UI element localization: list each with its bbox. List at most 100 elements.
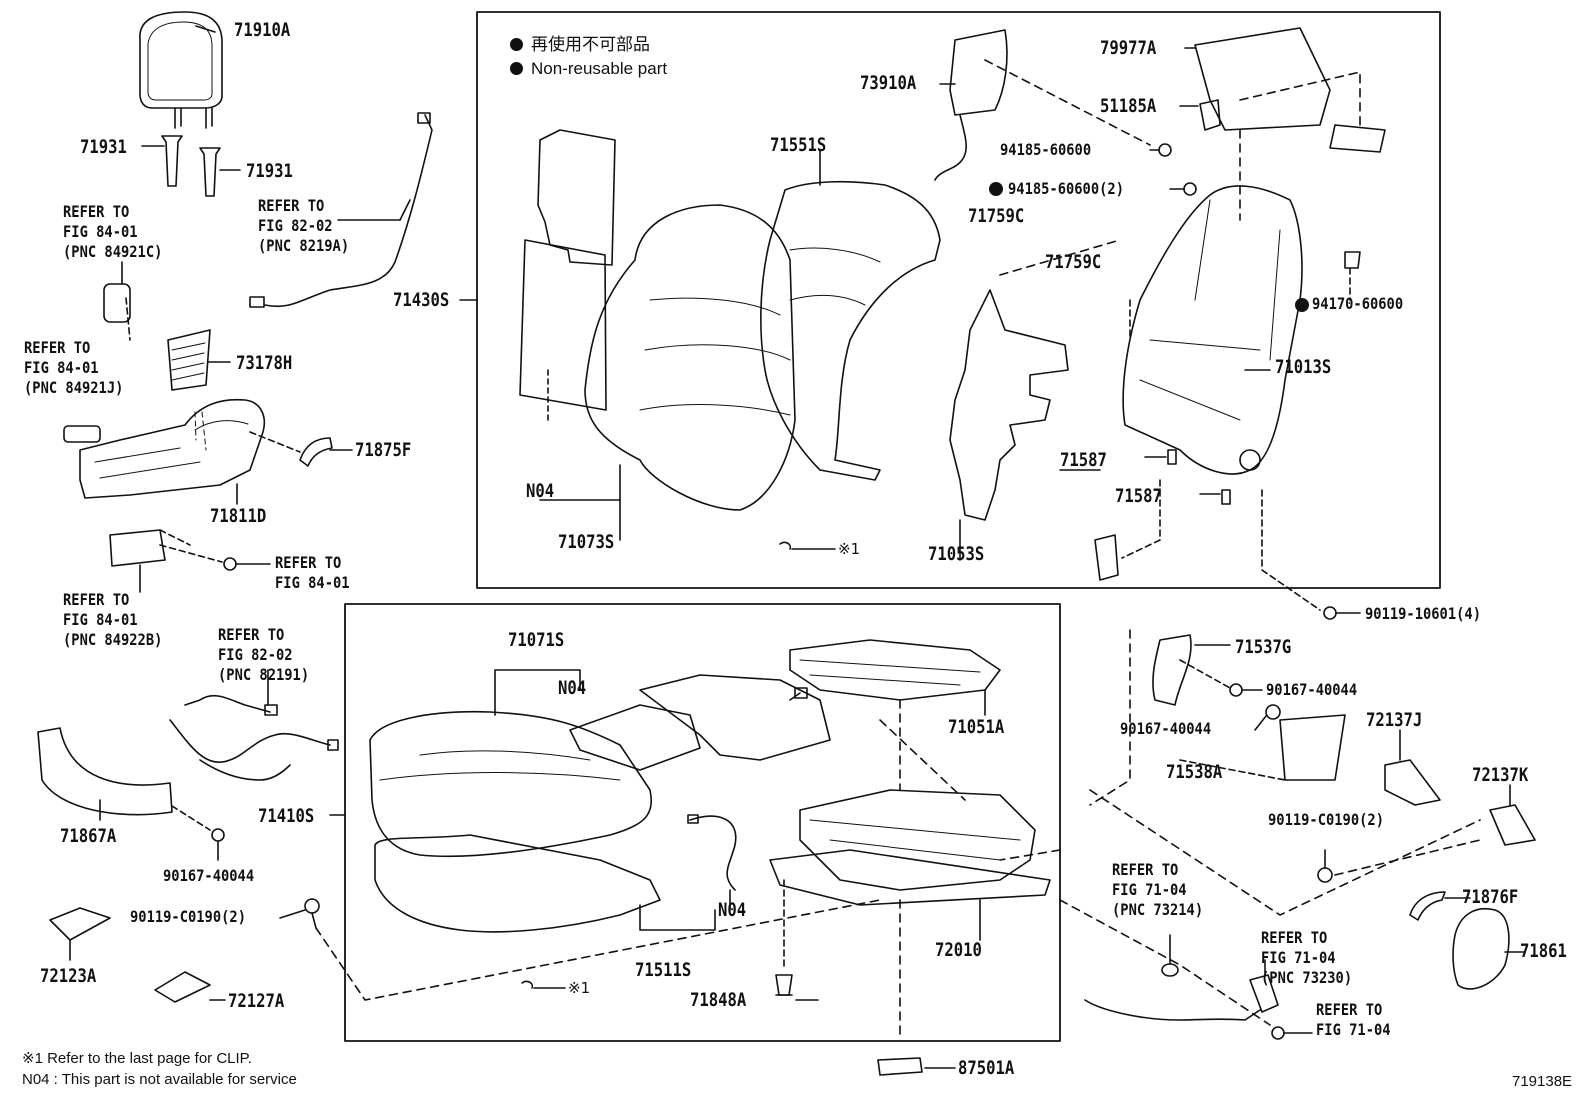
- upper-box-frame: [476, 11, 1441, 589]
- harness-upper: [264, 114, 433, 308]
- seatback-pad: [537, 129, 616, 266]
- bullet-icon: [510, 38, 523, 51]
- cover-72127a: [154, 971, 211, 1003]
- part-label-79977a[interactable]: 79977A: [1100, 37, 1157, 59]
- seat-pad-71511s: [374, 834, 661, 933]
- bracket-84922b: [109, 529, 166, 567]
- part-label-71071s[interactable]: 71071S: [508, 629, 565, 651]
- part-label-71811d[interactable]: 71811D: [210, 505, 267, 527]
- part-label-51185a[interactable]: 51185A: [1100, 95, 1157, 117]
- part-label-n04-upper[interactable]: N04: [526, 480, 555, 502]
- clip-mark-lower: ※1: [568, 979, 591, 997]
- seat-frame-72010: [799, 789, 1036, 891]
- part-label-94185-b[interactable]: 94185-60600(2): [1008, 179, 1124, 198]
- part-label-71537g[interactable]: 71537G: [1235, 636, 1292, 658]
- part-label-72010[interactable]: 72010: [935, 939, 982, 961]
- bullet-icon: [510, 62, 523, 75]
- part-label-71759c-b[interactable]: 71759C: [1045, 251, 1102, 273]
- part-label-71430s[interactable]: 71430S: [393, 289, 450, 311]
- part-label-90167-r1[interactable]: 90167-40044: [1266, 680, 1358, 699]
- bracket-51185a: [1199, 99, 1221, 131]
- part-label-90167-left[interactable]: 90167-40044: [163, 866, 255, 885]
- part-label-71848a[interactable]: 71848A: [690, 989, 747, 1011]
- part-label-71861[interactable]: 71861: [1520, 940, 1567, 962]
- switch-84921c: [103, 283, 131, 323]
- footnote-clip: ※1 Refer to the last page for CLIP.: [22, 1050, 252, 1067]
- seat-mat-n04: [569, 704, 701, 771]
- figure-id: 719138E: [1512, 1073, 1573, 1090]
- nonreusable-dot: [1295, 298, 1309, 312]
- part-label-71587-a[interactable]: 71587: [1060, 449, 1107, 471]
- legend-en: Non-reusable part: [510, 59, 667, 79]
- part-label-73178h[interactable]: 73178H: [236, 352, 293, 374]
- part-label-71759c-a[interactable]: 71759C: [968, 205, 1025, 227]
- part-label-71910a[interactable]: 71910A: [234, 19, 291, 41]
- part-label-71013s[interactable]: 71013S: [1275, 356, 1332, 378]
- part-label-94170[interactable]: 94170-60600: [1312, 294, 1404, 313]
- legend-jp: 再使用不可部品: [510, 30, 667, 55]
- part-label-72127a[interactable]: 72127A: [228, 990, 285, 1012]
- part-label-71053s[interactable]: 71053S: [928, 543, 985, 565]
- seat-cover-71410s: [369, 710, 652, 858]
- part-label-n04-harness[interactable]: N04: [718, 899, 747, 921]
- pad-79977a: [1194, 27, 1331, 131]
- guide-pins: [141, 135, 241, 197]
- connector-87501a: [877, 1057, 923, 1076]
- clip-mark-upper: ※1: [838, 540, 861, 558]
- part-label-71587-b[interactable]: 71587: [1115, 485, 1162, 507]
- grille-73178h: [167, 329, 211, 391]
- cover-71876f: [1409, 891, 1446, 921]
- bracket-72137j: [1384, 759, 1441, 806]
- cover-71875f: [299, 437, 333, 467]
- part-label-71931-a[interactable]: 71931: [80, 136, 127, 158]
- part-label-71051a[interactable]: 71051A: [948, 716, 1005, 738]
- headrest-drawing: [139, 11, 223, 129]
- part-label-71410s[interactable]: 71410S: [258, 805, 315, 827]
- part-label-72137k[interactable]: 72137K: [1472, 764, 1529, 786]
- part-label-n04-mat[interactable]: N04: [558, 677, 587, 699]
- part-label-72123a[interactable]: 72123A: [40, 965, 97, 987]
- legend: 再使用不可部品 Non-reusable part: [510, 30, 667, 79]
- harness-82191: [169, 719, 331, 763]
- cover-71537g: [1152, 634, 1192, 706]
- part-label-72137j[interactable]: 72137J: [1366, 709, 1423, 731]
- part-label-90119-10601[interactable]: 90119-10601(4): [1365, 604, 1481, 623]
- seatback-cover-71073s: [584, 204, 796, 511]
- part-label-90167-r2[interactable]: 90167-40044: [1120, 719, 1212, 738]
- part-label-87501a[interactable]: 87501A: [958, 1057, 1015, 1079]
- cover-71538a: [1279, 714, 1346, 781]
- spring-mat-71051a: [789, 639, 1001, 701]
- seatback-pad-71551s: [760, 180, 941, 481]
- cover-71861: [1452, 908, 1510, 990]
- part-label-94185-a[interactable]: 94185-60600: [1000, 140, 1092, 159]
- part-label-71551s[interactable]: 71551S: [770, 134, 827, 156]
- part-label-71867a[interactable]: 71867A: [60, 825, 117, 847]
- part-label-71875f[interactable]: 71875F: [355, 439, 412, 461]
- footnote-n04: N04 : This part is not available for ser…: [22, 1071, 297, 1088]
- part-label-90119-right[interactable]: 90119-C0190(2): [1268, 810, 1384, 829]
- part-label-71876f[interactable]: 71876F: [1462, 886, 1519, 908]
- bracket-72137k: [1489, 804, 1536, 846]
- nonreusable-dot: [989, 182, 1003, 196]
- front-cover-71867a: [37, 727, 173, 816]
- part-label-71511s[interactable]: 71511S: [635, 959, 692, 981]
- part-label-73910a[interactable]: 73910A: [860, 72, 917, 94]
- airbag-73910a: [949, 29, 1008, 116]
- seatback-frame-71013s: [1122, 185, 1303, 475]
- part-label-90119-left[interactable]: 90119-C0190(2): [130, 907, 246, 926]
- lower-box-frame: [344, 603, 1061, 1042]
- bracket-72123a: [49, 907, 111, 941]
- part-label-71931-b[interactable]: 71931: [246, 160, 293, 182]
- part-label-71073s[interactable]: 71073S: [558, 531, 615, 553]
- part-label-71538a[interactable]: 71538A: [1166, 761, 1223, 783]
